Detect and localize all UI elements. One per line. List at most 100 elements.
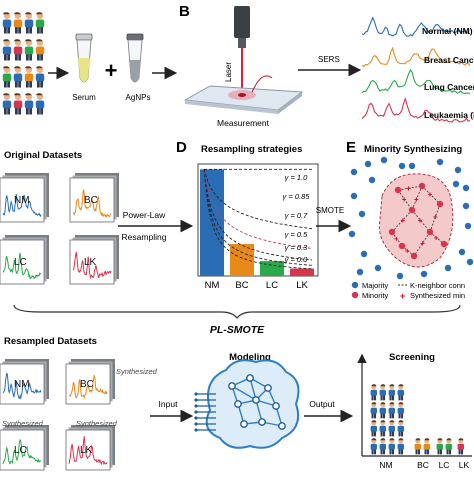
power-law-curve [203,169,313,249]
majority-point [444,264,452,272]
majority-point [452,180,460,188]
dataset-spectrum-line [2,193,42,218]
synthesized-tag-lc: Synthesized [2,419,44,428]
neural-network-brain-icon [194,359,300,449]
majority-point [436,158,444,166]
screening-person-icon [397,402,405,419]
plus-sign: + [105,58,118,83]
spectrum-label-bc: Breast Cancer [424,55,474,65]
minority-point [388,228,396,236]
minority-point [436,200,444,208]
majority-point [368,176,376,184]
spectrum-label-lc: Lung Cancer [424,82,474,92]
knn-link [411,185,423,211]
population-person-icon [24,39,34,61]
screening-person-icon [379,420,387,437]
screening-person-icon [388,438,396,455]
agnps-label: AgNPs [126,93,151,102]
dataset-card: NM [0,359,49,405]
majority-point [462,202,470,210]
majority-point [380,156,388,164]
synthesized-point: + [428,190,433,199]
knn-link [397,189,413,211]
screen-label-lk: LK [459,460,470,470]
majority-point [374,264,382,272]
input-terminal [194,392,198,396]
smote-label: SMOTE [316,206,344,215]
screen-label-bc: BC [417,460,429,470]
dataset-card: BC [69,173,119,223]
screening-person-icon [388,402,396,419]
power-law-curve [203,169,313,230]
input-terminal [194,404,198,408]
dataset-spectrum-line [2,438,41,465]
minority-point [410,252,418,260]
knn-link [421,185,441,205]
brain-outline [205,359,300,449]
population-person-icon [13,93,23,115]
screen-label-nm: NM [379,460,392,470]
population-person-icon [24,66,34,88]
synthesized-point: + [418,216,423,225]
spectrum-label-nm: Normal (NM) [422,26,473,36]
knn-link [401,245,415,257]
majority-point [350,168,358,176]
legend-synth-marker: + [400,291,405,301]
legend-minority-label: Minority [362,291,389,300]
minority-point [394,186,402,194]
spectrum-label-lk: Leukaemia (LK) [424,110,474,120]
majority-point [356,268,364,276]
laser-instrument-icon [234,6,250,92]
input-terminal [194,398,198,402]
majority-point [420,270,428,278]
majority-point [396,272,404,280]
power-law-curve [203,169,313,270]
network-node [234,400,242,408]
laser-label: Laser [224,62,233,82]
population-person-icon [35,66,45,88]
network-edge [231,385,257,401]
screening-people-bars [370,384,465,455]
screening-person-icon [370,438,378,455]
dataset-spectrum-line [68,375,108,400]
majority-point [360,250,368,258]
population-person-icon [24,12,34,34]
power-law-curve [203,169,313,261]
population-people-icons [2,12,45,115]
legend-synth-label: Synthesized min [410,291,465,300]
bar-bc [230,244,254,276]
network-node [252,396,260,404]
knn-link [391,209,413,233]
synthesized-tag-bc: Synthesized [116,367,158,376]
serum-label: Serum [72,93,96,102]
output-label: Output [309,399,335,409]
panel-e-legend: Majority Minority K-neighbor conn + Synt… [351,281,465,301]
screening-person-icon [457,438,465,455]
majority-point [364,160,372,168]
dataset-card-label: LK [84,257,97,268]
panel-b-letter: B [179,3,190,20]
majority-point [398,162,406,170]
knn-link [411,209,431,233]
agnps-tube-icon [126,33,144,83]
input-terminal [194,410,198,414]
gamma-label: γ = 1.0 [285,173,309,182]
population-person-icon [24,93,34,115]
majority-point [348,230,356,238]
legend-minority-marker [351,291,359,299]
knn-link [413,231,431,257]
serum-tube-icon [75,33,93,83]
network-node [240,420,248,428]
dataset-spectrum-line [2,372,42,400]
screening-person-icon [436,438,444,455]
screening-person-icon [379,438,387,455]
population-person-icon [35,93,45,115]
population-person-icon [35,12,45,34]
population-person-icon [2,66,12,88]
majority-point [350,192,358,200]
dataset-card: LK [65,425,115,471]
synthesized-point: + [420,239,425,248]
